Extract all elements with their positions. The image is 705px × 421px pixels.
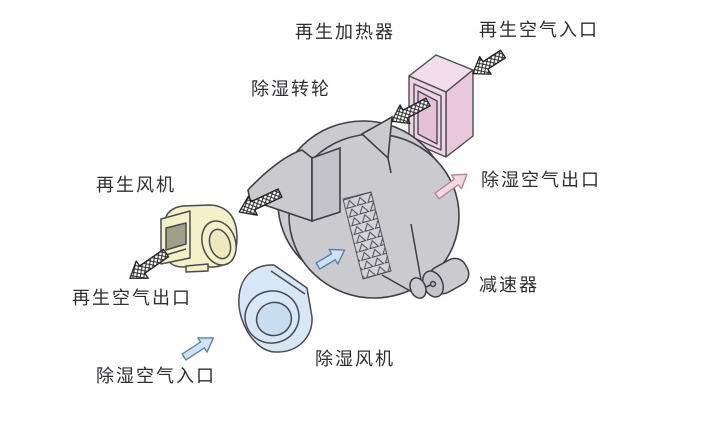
pulley-hub [429, 280, 437, 288]
drive-belt [381, 223, 422, 293]
regen-air-inlet-arrow [472, 49, 507, 75]
belt-line-upper [410, 223, 422, 281]
funnel-stem-line [387, 157, 392, 174]
belt-line-lower [381, 274, 413, 293]
regen-fan-foot [185, 263, 209, 273]
label-dehumid-air-inlet: 除湿空气入口 [96, 366, 216, 386]
label-gear-reducer: 减速器 [479, 275, 539, 295]
dehumid-fan-cutoff-line [270, 270, 306, 295]
heater-front-opening [417, 90, 438, 145]
regen-fan-outlet-step [165, 248, 187, 256]
label-regen-air-inlet: 再生空气入口 [479, 20, 599, 40]
rotor-left-duct-plate [247, 149, 313, 223]
label-regen-air-outlet: 再生空气出口 [72, 288, 192, 308]
belt-pulley [409, 277, 427, 299]
dehumid-air-inlet-arrow [181, 337, 215, 361]
rotor-regen-funnel [360, 115, 393, 160]
label-dehumid-air-outlet: 除湿空气出口 [481, 170, 601, 190]
regen-fan-inlet-hole [208, 228, 232, 260]
label-dehumid-fan: 除湿风机 [315, 349, 395, 369]
regen-fan-outlet-slot [165, 222, 187, 251]
regen-air-outlet-arrow [129, 248, 170, 279]
gear-reducer-motor [409, 257, 470, 299]
label-desiccant-rotor: 除湿转轮 [251, 79, 331, 99]
dehumidification-fan-blower [238, 264, 313, 353]
rotor-duct-opening [311, 146, 341, 223]
fan-to-rotor-arrow [315, 248, 346, 270]
regeneration-fan-blower [160, 204, 238, 273]
dehumid-air-outlet-arrow [434, 173, 468, 200]
heater-front-frame [413, 83, 442, 151]
heater-to-rotor-arrow [391, 97, 431, 125]
label-regen-fan: 再生风机 [96, 175, 176, 195]
rotor-honeycomb-band [342, 191, 392, 280]
rotor-to-regen-fan-arrow [238, 188, 283, 216]
label-regen-heater: 再生加热器 [295, 22, 395, 42]
dehumid-fan-inlet-hole [255, 301, 293, 337]
regeneration-heater-box [408, 54, 474, 158]
